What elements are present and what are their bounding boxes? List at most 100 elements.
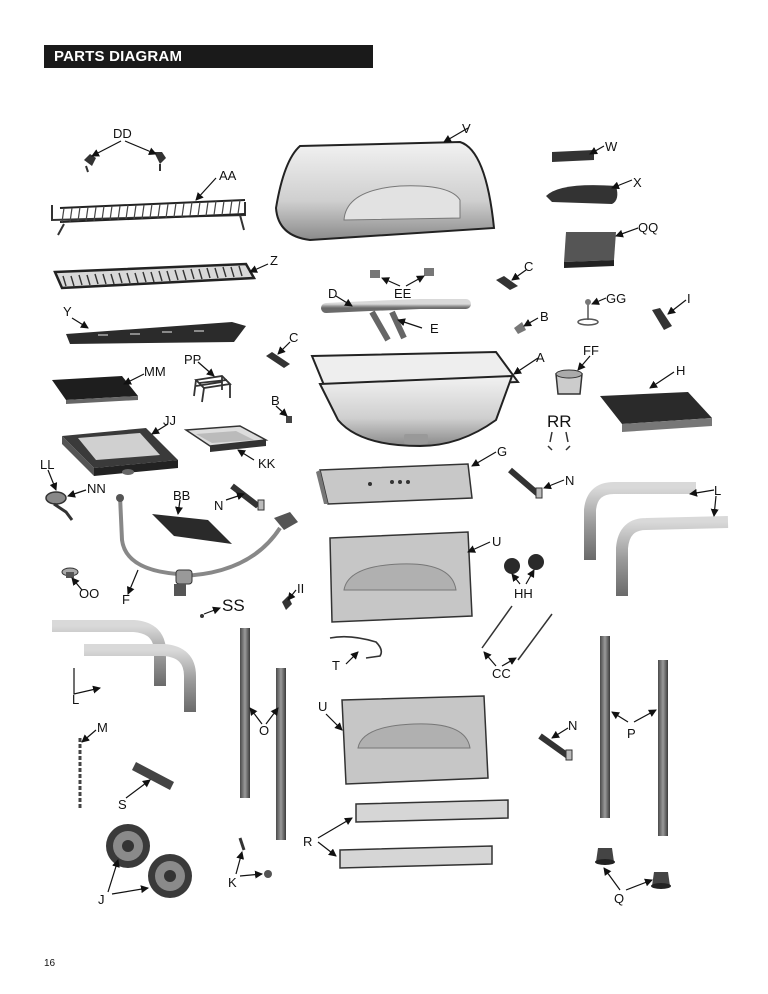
label-cc: CC — [492, 666, 511, 681]
label-b-right: B — [540, 309, 549, 324]
part-m-rod — [78, 729, 97, 808]
label-u-upper: U — [492, 534, 501, 549]
part-kk-tray — [183, 425, 269, 461]
part-r-rails — [317, 799, 509, 869]
part-ll-side-burner — [45, 469, 87, 521]
part-cc-braces — [481, 605, 553, 667]
part-i-bezel — [652, 299, 687, 330]
part-x-lid-handle — [546, 179, 633, 204]
part-s-axle-bracket — [125, 762, 174, 799]
label-qq: QQ — [638, 220, 658, 235]
label-b-left: B — [271, 393, 280, 408]
label-aa: AA — [219, 168, 237, 183]
part-w-handle-bracket — [552, 145, 605, 162]
label-ii: II — [297, 581, 304, 596]
part-n-bracket-lower — [538, 727, 573, 761]
part-l-legs-right — [584, 482, 729, 596]
part-gg-hook — [577, 297, 607, 326]
label-v: V — [462, 121, 471, 136]
label-bb: BB — [173, 488, 190, 503]
label-gg: GG — [606, 291, 626, 306]
part-rr-hooks — [547, 431, 571, 451]
part-ff-grease-cup — [555, 355, 591, 395]
label-rr: RR — [547, 412, 572, 431]
label-f: F — [122, 592, 130, 607]
label-x: X — [633, 175, 642, 190]
part-n-bracket-right — [508, 467, 565, 499]
part-q-feet — [595, 848, 671, 891]
label-n-left: N — [214, 498, 223, 513]
label-h: H — [676, 363, 685, 378]
label-kk: KK — [258, 456, 276, 471]
part-l-legs-left — [52, 620, 196, 712]
part-h-side-shelf — [600, 371, 712, 432]
label-m: M — [97, 720, 108, 735]
label-c-right: C — [524, 259, 533, 274]
label-d: D — [328, 286, 337, 301]
label-j: J — [98, 892, 105, 907]
label-l-left: L — [72, 692, 79, 707]
part-f-gas-valve-hose — [116, 494, 298, 596]
page-number: 16 — [44, 958, 56, 969]
label-ff: FF — [583, 343, 599, 358]
label-s: S — [118, 797, 127, 812]
label-dd: DD — [113, 126, 132, 141]
part-b-clip-right — [514, 317, 539, 334]
part-bb-heat-shield — [152, 499, 232, 544]
label-r: R — [303, 834, 312, 849]
part-ee-clips — [370, 268, 434, 287]
label-jj: JJ — [163, 413, 176, 428]
part-z-cooking-grate — [53, 262, 269, 290]
label-k: K — [228, 875, 237, 890]
part-t-igniter-wire — [329, 635, 383, 665]
label-e: E — [430, 321, 439, 336]
label-c-left: C — [289, 330, 298, 345]
part-p-legs — [600, 636, 668, 836]
label-oo: OO — [79, 586, 99, 601]
part-dd-clips — [84, 140, 166, 173]
label-pp: PP — [184, 352, 201, 367]
label-p: P — [627, 726, 636, 741]
label-u-lower: U — [318, 699, 327, 714]
label-n-lower: N — [568, 718, 577, 733]
part-hh-knobs — [504, 554, 544, 585]
label-hh: HH — [514, 586, 533, 601]
part-a-firebox — [310, 350, 539, 448]
part-d-e-burner — [321, 295, 471, 342]
section-header-bar: PARTS DIAGRAM — [44, 45, 373, 68]
label-mm: MM — [144, 364, 166, 379]
part-k-hardware — [235, 837, 272, 879]
part-u-door-lower — [325, 695, 489, 785]
part-ss-screw — [200, 606, 221, 618]
part-g-control-panel — [316, 451, 497, 505]
part-mm-side-shelf-panel — [52, 373, 145, 404]
part-b-clip-left — [275, 405, 292, 423]
part-y-heat-plate — [66, 317, 246, 344]
part-qq-control-panel — [564, 227, 639, 268]
part-c-bracket-left — [266, 341, 291, 368]
part-j-wheels — [106, 824, 192, 898]
part-o-legs — [240, 628, 286, 840]
label-z: Z — [270, 253, 278, 268]
label-ss: SS — [222, 596, 245, 615]
label-y: Y — [63, 304, 72, 319]
label-t: T — [332, 658, 340, 673]
label-o: O — [259, 723, 269, 738]
section-title: PARTS DIAGRAM — [54, 48, 183, 65]
label-n-right: N — [565, 473, 574, 488]
part-oo-knob — [61, 567, 83, 591]
part-c-bracket-right — [496, 269, 527, 290]
label-g: G — [497, 444, 507, 459]
part-aa-warming-rack — [51, 177, 246, 236]
part-ii-igniter — [282, 589, 297, 610]
label-l-right: L — [714, 483, 721, 498]
label-a: A — [536, 350, 545, 365]
part-jj-side-shelf-frame — [62, 423, 178, 476]
part-pp-rack — [193, 361, 232, 403]
part-n-bracket-left — [225, 483, 265, 511]
label-ll: LL — [40, 457, 54, 472]
part-u-door-upper — [329, 531, 491, 623]
label-q: Q — [614, 891, 624, 906]
label-w: W — [605, 139, 618, 154]
